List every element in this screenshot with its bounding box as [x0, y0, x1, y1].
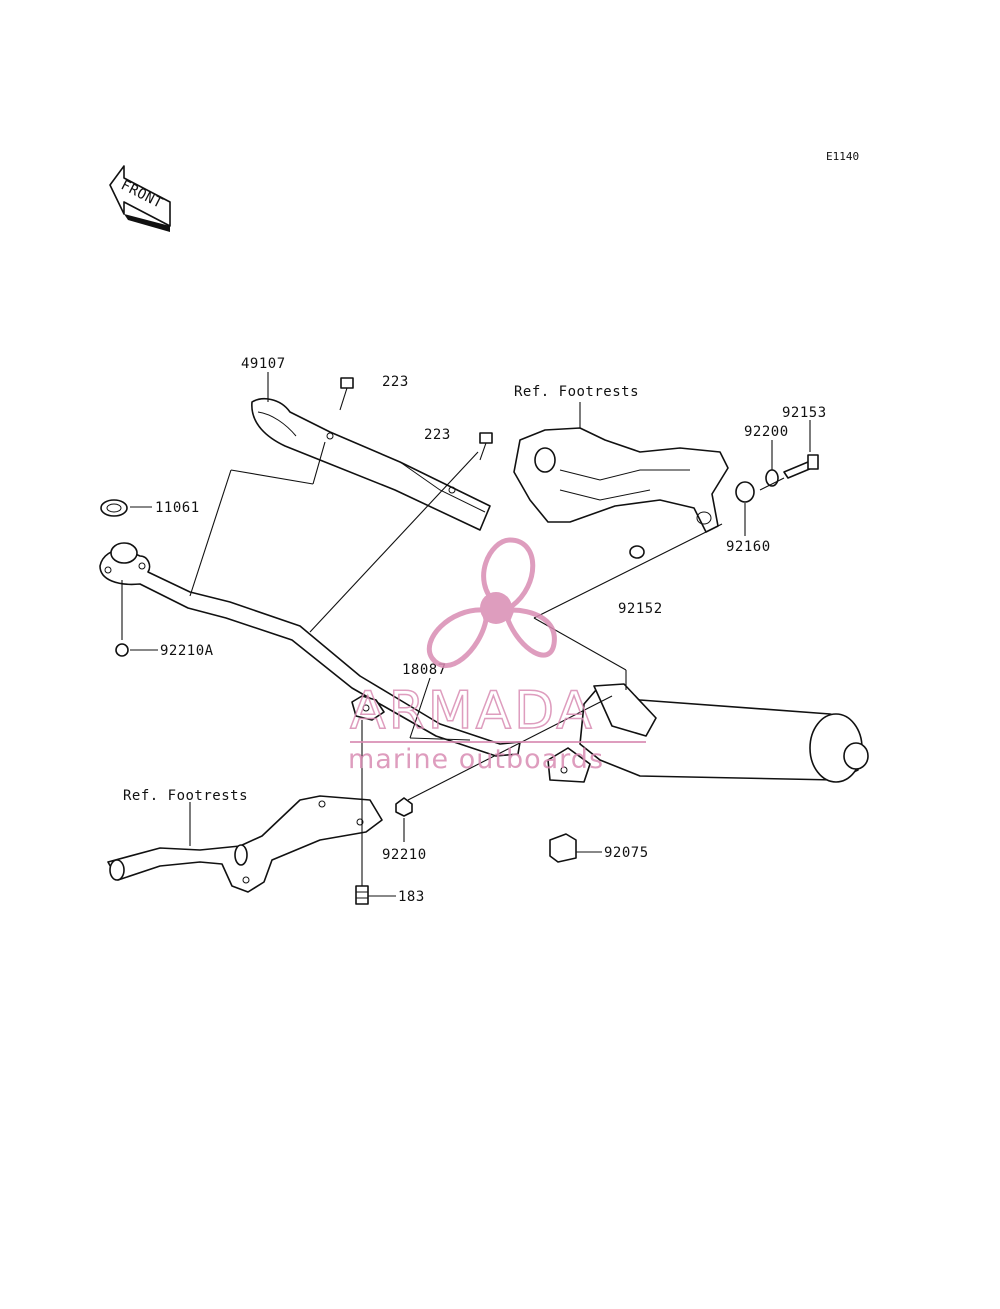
- bolt-92153-part: [783, 454, 819, 479]
- muffler-part: [547, 683, 869, 783]
- label-92200: 92200: [744, 424, 789, 440]
- label-11061: 11061: [155, 500, 200, 516]
- diagram-code: E1140: [826, 150, 859, 163]
- label-ref-footrests-bottom: Ref. Footrests: [123, 788, 248, 804]
- nut-92210-part: [395, 797, 413, 817]
- label-92153: 92153: [782, 405, 827, 421]
- nut-92210a-part: [115, 643, 129, 657]
- footrest-bracket-top: [513, 427, 729, 533]
- front-arrow-icon: FRONT: [109, 165, 171, 232]
- clamp-18087-part: [351, 695, 385, 721]
- label-183: 183: [398, 889, 425, 905]
- label-92210a: 92210A: [160, 643, 214, 659]
- exhaust-pipe-part: [99, 542, 521, 757]
- rubber-92075-part: [549, 833, 577, 863]
- label-18087: 18087: [402, 662, 447, 678]
- label-49107: 49107: [241, 356, 286, 372]
- label-92160: 92160: [726, 539, 771, 555]
- bolt-183-part: [355, 885, 369, 905]
- label-92210: 92210: [382, 847, 427, 863]
- part-labels: 49107 223 223 11061 92210A Ref. Footrest…: [123, 356, 827, 905]
- propeller-logo-icon: [427, 537, 557, 668]
- watermark-tagline: marine outboards: [348, 744, 604, 775]
- watermark: ARMADA marine outboards: [348, 537, 646, 775]
- bolt-223-right: [479, 432, 493, 461]
- label-223-top: 223: [382, 374, 409, 390]
- watermark-brand: ARMADA: [350, 681, 595, 741]
- label-92152: 92152: [618, 601, 663, 617]
- gasket-11061-part: [100, 499, 128, 517]
- footrest-bottom: [107, 795, 383, 893]
- collar-92152-part: [629, 545, 645, 559]
- bolt-223-top: [339, 377, 354, 411]
- collar-92160-part: [735, 481, 755, 503]
- label-223-right: 223: [424, 427, 451, 443]
- leader-lines: [121, 372, 811, 897]
- label-ref-footrests-top: Ref. Footrests: [514, 384, 639, 400]
- label-92075: 92075: [604, 845, 649, 861]
- heat-guard-part: [251, 398, 491, 531]
